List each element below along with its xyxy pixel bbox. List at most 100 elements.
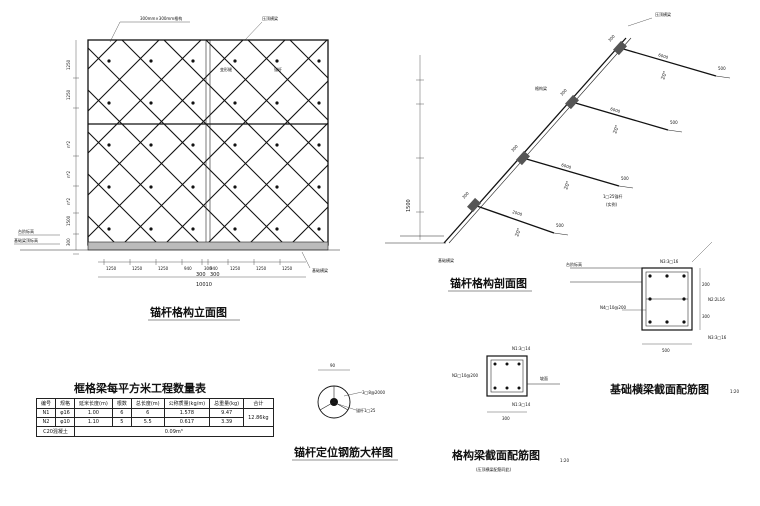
fb-slope: 坡面 bbox=[540, 375, 548, 381]
anchor-node bbox=[107, 143, 111, 147]
lattice-beam bbox=[458, 40, 663, 245]
hole-label: 500 bbox=[718, 66, 726, 71]
lattice-beam bbox=[289, 206, 328, 245]
lattice-beam bbox=[584, 40, 760, 245]
lattice-beam bbox=[88, 40, 160, 112]
lattice-beam bbox=[88, 40, 202, 154]
lattice-beam bbox=[88, 40, 286, 238]
frame-beam-scale: 1:20 bbox=[560, 458, 569, 463]
anchor-node bbox=[149, 143, 153, 147]
center-dim-1: 300 bbox=[196, 272, 206, 278]
lattice-beam bbox=[121, 40, 328, 245]
frame-beam-title: 格构梁截面配筋图 bbox=[452, 448, 540, 462]
total-dim: 10010 bbox=[196, 282, 212, 288]
base-beam-section: 台阶标高 N3:3□16 N2:2L16 N4□10@200 N3:3□16 5… bbox=[566, 241, 739, 396]
bottom-dim-label: 940 bbox=[210, 266, 218, 271]
anchor-label: 锚杆 bbox=[274, 66, 282, 72]
anchor-node bbox=[107, 185, 111, 189]
quantity-table: 编号 规格 延米长度(m) 根数 总长度(m) 公称质量(kg/m) 总重量(k… bbox=[35, 398, 274, 437]
bottom-dim-label: 1250 bbox=[256, 266, 267, 271]
bottom-dim-label: 940 bbox=[184, 266, 192, 271]
bb-n3-bot: N3:3□16 bbox=[708, 335, 727, 340]
frame-beam-block bbox=[613, 40, 627, 56]
anchor-bar bbox=[522, 157, 620, 187]
anchor-node bbox=[149, 227, 153, 231]
bar-length-label: 6000 bbox=[610, 106, 622, 114]
anchor-node bbox=[191, 185, 195, 189]
rebar-dot bbox=[517, 362, 521, 366]
anchor-node bbox=[317, 101, 321, 105]
bb-n2: N2:2L16 bbox=[708, 297, 725, 302]
rebar-dot bbox=[682, 320, 686, 324]
lattice-beam bbox=[500, 40, 705, 245]
angle-label: 20° bbox=[563, 180, 572, 191]
lattice-beam bbox=[542, 40, 747, 245]
anchor-node bbox=[275, 101, 279, 105]
anchor-node bbox=[317, 185, 321, 189]
positioning-detail: 90 3□8@2000 锚杆1□25 锚杆定位钢筋大样图 bbox=[292, 363, 398, 461]
bottom-dim-label: 1250 bbox=[158, 266, 169, 271]
rebar-dot bbox=[665, 320, 669, 324]
anchor-node bbox=[149, 185, 153, 189]
bb-platform: 台阶标高 bbox=[566, 261, 582, 267]
anchor-node bbox=[149, 59, 153, 63]
table-header-row: 编号 规格 延米长度(m) 根数 总长度(m) 公称质量(kg/m) 总重量(k… bbox=[35, 398, 274, 409]
fb-n1-top: N1:3□14 bbox=[512, 346, 531, 351]
section-left-dim: 1500 bbox=[406, 199, 412, 212]
left-dim-label: n*2 bbox=[66, 140, 71, 148]
section-frame-label: 格构梁 bbox=[535, 85, 547, 91]
anchor-node bbox=[107, 227, 111, 231]
left-dim-label: n*2 bbox=[66, 197, 71, 205]
rebar-dot bbox=[648, 274, 652, 278]
angle-label: 20° bbox=[660, 70, 669, 81]
bar-length-label: 6000 bbox=[561, 162, 573, 170]
frame-beam-block bbox=[516, 150, 530, 166]
bottom-dim-label: 300 bbox=[204, 266, 212, 271]
table-row: N1 φ16 1.00 6 6 1.578 9.47 12.86kg bbox=[35, 408, 274, 427]
fb-width: 300 bbox=[502, 416, 510, 421]
lattice-beam bbox=[374, 40, 579, 245]
lattice-beam bbox=[0, 40, 75, 245]
bar-length-label: 2000 bbox=[512, 209, 524, 217]
fb-n1-bot: N1:3□14 bbox=[512, 402, 531, 407]
lattice-beam bbox=[88, 215, 118, 245]
anchor-node bbox=[191, 101, 195, 105]
angle-label: 20° bbox=[514, 227, 523, 238]
frame-beam-outline bbox=[486, 355, 528, 397]
left-dim-label: 1250 bbox=[66, 89, 71, 100]
detail-title: 锚杆定位钢筋大样图 bbox=[294, 445, 393, 459]
detail-anchor-label: 锚杆1□25 bbox=[356, 407, 376, 413]
lattice-beam bbox=[332, 40, 537, 245]
lattice-beam bbox=[0, 40, 33, 245]
frame-beam-section: N1:3□14 N2□10@200 坡面 N1:3□14 300 格构梁截面配筋… bbox=[452, 346, 569, 472]
anchor-node bbox=[107, 101, 111, 105]
hole-label: 500 bbox=[670, 120, 678, 125]
lattice-beam bbox=[88, 40, 244, 196]
anchor-node bbox=[191, 59, 195, 63]
anchor-node bbox=[275, 227, 279, 231]
rebar-dot bbox=[493, 386, 497, 390]
anchor-node bbox=[191, 227, 195, 231]
anchor-node bbox=[191, 143, 195, 147]
bottom-dim-label: 1250 bbox=[230, 266, 241, 271]
lattice-beam bbox=[332, 40, 537, 245]
rebar-dot bbox=[682, 274, 686, 278]
bottom-dim-label: 1250 bbox=[132, 266, 143, 271]
detail-bar-label: 3□8@2000 bbox=[362, 390, 386, 395]
section-title: 锚杆格构剖面图 bbox=[450, 276, 527, 290]
fb-n2: N2□10@200 bbox=[452, 373, 478, 378]
lattice-beam bbox=[584, 40, 760, 245]
bb-n4: N4□10@200 bbox=[600, 305, 626, 310]
lattice-beam bbox=[374, 40, 579, 245]
beam-size-label: 300 bbox=[510, 143, 519, 152]
lattice-beam bbox=[163, 80, 328, 245]
angle-label: 20° bbox=[612, 124, 621, 135]
anchor-node bbox=[317, 227, 321, 231]
rebar-dot bbox=[517, 386, 521, 390]
frame-outline bbox=[87, 39, 329, 246]
frame-size-label: 300mm×300mm格构 bbox=[140, 15, 182, 21]
section-bar-label: 1□25锚杆 bbox=[603, 193, 622, 199]
anchor-node bbox=[149, 101, 153, 105]
